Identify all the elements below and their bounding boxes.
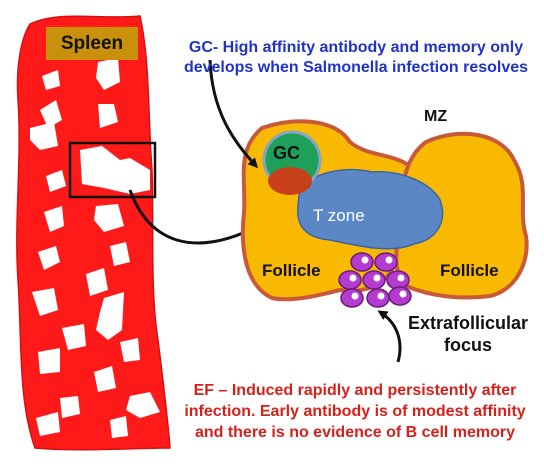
ef-annotation-arrow bbox=[377, 310, 402, 363]
gc-annotation-text: GC- High affinity antibody and memory on… bbox=[183, 39, 529, 76]
cell-nuclei bbox=[349, 256, 407, 300]
ef-annotation-text: EF – Induced rapidly and persistently af… bbox=[184, 382, 526, 441]
t-zone-label: T zone bbox=[313, 206, 365, 225]
gc-annotation-arrow bbox=[208, 59, 259, 169]
germinal-center-red-zone bbox=[268, 167, 312, 195]
zoom-box bbox=[68, 141, 157, 199]
zoom-arrow bbox=[128, 189, 253, 245]
mz-label: MZ bbox=[424, 108, 448, 125]
extrafollicular-focus-label: Extrafollicular focus bbox=[407, 313, 529, 355]
spleen-tissue bbox=[16, 15, 171, 451]
spleen-label: Spleen bbox=[46, 27, 138, 60]
follicle-right-label: Follicle bbox=[440, 261, 499, 280]
t-zone bbox=[297, 168, 444, 250]
gc-label: GC bbox=[273, 143, 300, 163]
white-pulp-areas bbox=[30, 58, 160, 438]
extrafollicular-cells bbox=[338, 252, 412, 308]
follicle-left-label: Follicle bbox=[262, 261, 321, 280]
